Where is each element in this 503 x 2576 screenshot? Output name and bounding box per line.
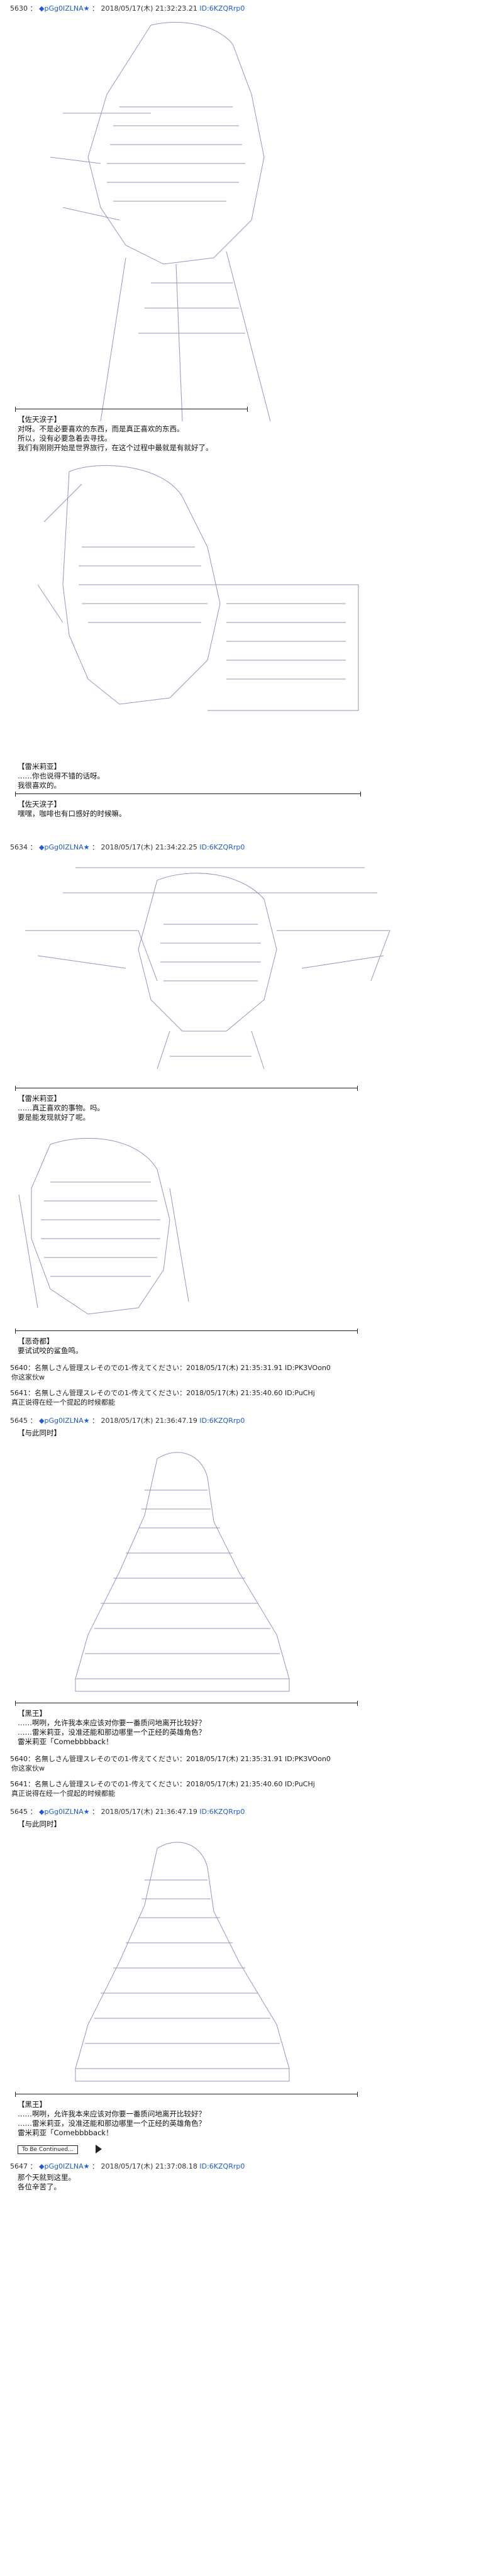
ascii-art-figure xyxy=(50,1836,302,2087)
reply-block: 5641：名無しさん管理スレそのでの1-传えてください：2018/05/17(木… xyxy=(10,1779,463,1798)
reply-block: 5640：名無しさん管理スレそのでの1-传えてください：2018/05/17(木… xyxy=(10,1363,463,1382)
speech-block: 【佐天涙子】 对呀。不是必要喜欢的东西，而是真正喜欢的东西。 所以，没有必要急着… xyxy=(18,415,370,453)
speaker-name: 【黑王】 xyxy=(18,2100,47,2109)
reply-line[interactable]: 5640：名無しさん管理スレそのでの1-传えてください：2018/05/17(木… xyxy=(10,1364,331,1372)
post-date: 2018/05/17(木) 21:36:47.19 xyxy=(101,1417,197,1425)
speaker-name: 【与此同时】 xyxy=(18,1820,61,1828)
speech-block: 那个天就到这里。 各位辛苦了。 xyxy=(18,2173,370,2192)
post-header: 5645 ： ◆pGg0IZLNA★ ： 2018/05/17(木) 21:36… xyxy=(10,1417,245,1425)
reply-text: 你这家伙w xyxy=(11,1373,45,1381)
speech-line: 各位辛苦了。 xyxy=(18,2182,61,2191)
poster-name[interactable]: ◆pGg0IZLNA★ xyxy=(39,4,90,13)
ascii-art-figure xyxy=(13,855,402,1081)
speech-line: 对呀。不是必要喜欢的东西，而是真正喜欢的东西。 xyxy=(18,424,184,433)
reply-text: 你这家伙w xyxy=(11,1764,45,1772)
speech-line: 所以，没有必要急着去寻找。 xyxy=(18,434,112,443)
speech-block: 【恶奇都】 要试试咬的鲨鱼鸣。 xyxy=(18,1337,370,1356)
reply-line[interactable]: 5641：名無しさん管理スレそのでの1-传えてください：2018/05/17(木… xyxy=(10,1780,315,1788)
speech-line: 雷米莉亚「Comebbbback！ xyxy=(18,1737,113,1746)
speech-line: 要试试咬的鲨鱼鸣。 xyxy=(18,1346,83,1355)
post-id[interactable]: ID:6KZQRrp0 xyxy=(199,1417,245,1425)
speaker-name: 【佐天涙子】 xyxy=(18,800,61,809)
speech-block: 【与此同时】 xyxy=(18,1429,370,1438)
post-number[interactable]: 5645 xyxy=(10,1417,28,1425)
speech-line: ……雷米莉亚，没准还能和那边哪里一个正经的英雄角色？ xyxy=(18,1728,206,1737)
speech-line: ……啊咧，允许我本来应该对你要一番质问地离开比较好？ xyxy=(18,1718,206,1727)
ascii-art-figure xyxy=(13,1132,201,1327)
poster-name[interactable]: ◆pGg0IZLNA★ xyxy=(39,1417,90,1425)
speaker-name: 【与此同时】 xyxy=(18,1429,61,1437)
poster-name[interactable]: ◆pGg0IZLNA★ xyxy=(39,1808,90,1816)
reply-text: 真正说得在经一个提起的时候都能 xyxy=(11,1789,115,1798)
post-number[interactable]: 5647 xyxy=(10,2162,28,2170)
reply-block: 5641：名無しさん管理スレそのでの1-传えてください：2018/05/17(木… xyxy=(10,1388,463,1407)
speaker-name: 【雷米莉亚】 xyxy=(18,1094,61,1103)
post-id[interactable]: ID:6KZQRrp0 xyxy=(199,843,245,851)
speech-line: 雷米莉亚「Comebbbback！ xyxy=(18,2128,113,2137)
speech-line: 我很喜欢的。 xyxy=(18,781,61,790)
speech-line: 那个天就到这里。 xyxy=(18,2173,75,2182)
ascii-art-figure xyxy=(19,459,371,755)
speech-line: 我们有刚刚开始是世界旅行，在这个过程中最就是有就好了。 xyxy=(18,443,213,452)
speech-line: ……你也说得不错的话呀。 xyxy=(18,771,104,780)
post-header: 5647 ： ◆pGg0IZLNA★ ： 2018/05/17(木) 21:37… xyxy=(10,2162,245,2170)
reply-line[interactable]: 5641：名無しさん管理スレそのでの1-传えてください：2018/05/17(木… xyxy=(10,1389,315,1397)
post-date: 2018/05/17(木) 21:34:22.25 xyxy=(101,843,197,851)
speech-block: 【雷米莉亚】 ……真正喜欢的事物。吗。 要是能发现就好了呢。 xyxy=(18,1094,370,1122)
poster-name[interactable]: ◆pGg0IZLNA★ xyxy=(39,843,90,851)
arrow-right-icon xyxy=(96,2145,102,2153)
post-id[interactable]: ID:6KZQRrp0 xyxy=(199,2162,245,2170)
speech-line: 要是能发现就好了呢。 xyxy=(18,1113,90,1122)
post-id[interactable]: ID:6KZQRrp0 xyxy=(199,1808,245,1816)
speech-line: ……真正喜欢的事物。吗。 xyxy=(18,1103,104,1112)
speech-block: 【佐天涙子】 嘿嘿，咖啡也有口感好的时候嘛。 xyxy=(18,800,370,819)
ascii-art-figure xyxy=(50,1446,302,1698)
post-date: 2018/05/17(木) 21:37:08.18 xyxy=(101,2162,197,2170)
scene-divider xyxy=(15,1329,358,1334)
speech-line: 嘿嘿，咖啡也有口感好的时候嘛。 xyxy=(18,809,126,818)
post-number[interactable]: 5630 xyxy=(10,4,28,13)
speech-block: 【雷米莉亚】 ……你也说得不错的话呀。 我很喜欢的。 xyxy=(18,762,370,790)
speaker-name: 【黑王】 xyxy=(18,1709,47,1718)
speech-block: 【与此同时】 xyxy=(18,1820,370,1829)
post-date: 2018/05/17(木) 21:32:23.21 xyxy=(101,4,197,13)
scene-divider xyxy=(15,792,361,797)
speaker-name: 【恶奇都】 xyxy=(18,1337,54,1346)
post-number[interactable]: 5645 xyxy=(10,1808,28,1816)
speech-block: 【黑王】 ……啊咧，允许我本来应该对你要一番质问地离开比较好？ ……雷米莉亚，没… xyxy=(18,2100,370,2138)
to-be-continued-label: To Be Continued... xyxy=(18,2145,78,2154)
poster-name[interactable]: ◆pGg0IZLNA★ xyxy=(39,2162,90,2170)
reply-block: 5640：名無しさん管理スレそのでの1-传えてください：2018/05/17(木… xyxy=(10,1754,463,1773)
speaker-name: 【佐天涙子】 xyxy=(18,415,61,424)
post-header: 5634 ： ◆pGg0IZLNA★ ： 2018/05/17(木) 21:34… xyxy=(10,843,245,851)
post-header: 5630 ： ◆pGg0IZLNA★ ： 2018/05/17(木) 21:32… xyxy=(10,4,245,13)
post-header: 5645 ： ◆pGg0IZLNA★ ： 2018/05/17(木) 21:36… xyxy=(10,1808,245,1816)
speech-line: ……啊咧，允许我本来应该对你要一番质问地离开比较好？ xyxy=(18,2109,206,2118)
speech-block: 【黑王】 ……啊咧，允许我本来应该对你要一番质问地离开比较好？ ……雷米莉亚，没… xyxy=(18,1709,370,1747)
post-id[interactable]: ID:6KZQRrp0 xyxy=(199,4,245,13)
reply-text: 真正说得在经一个提起的时候都能 xyxy=(11,1398,115,1407)
ascii-art-figure xyxy=(25,19,365,421)
post-number[interactable]: 5634 xyxy=(10,843,28,851)
speech-line: ……雷米莉亚，没准还能和那边哪里一个正经的英雄角色？ xyxy=(18,2119,206,2128)
speaker-name: 【雷米莉亚】 xyxy=(18,762,61,771)
post-date: 2018/05/17(木) 21:36:47.19 xyxy=(101,1808,197,1816)
reply-line[interactable]: 5640：名無しさん管理スレそのでの1-传えてください：2018/05/17(木… xyxy=(10,1755,331,1763)
